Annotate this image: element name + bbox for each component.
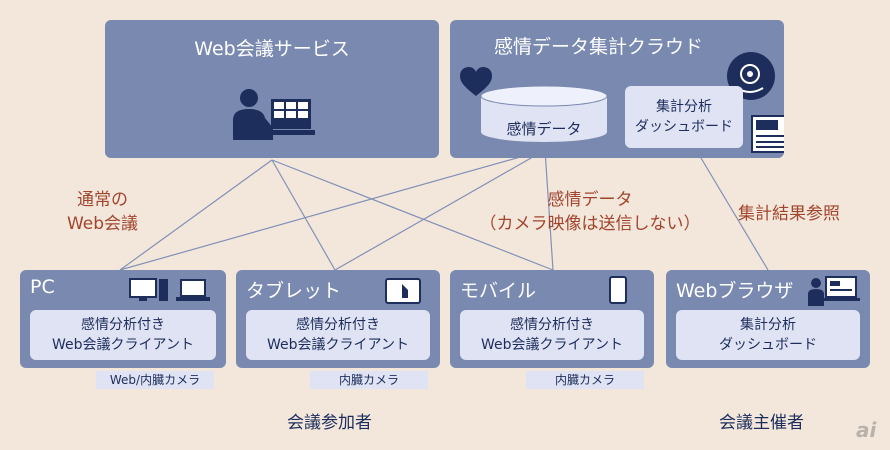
browser-dashboard-line1: 集計分析	[740, 317, 796, 333]
normal-label-line2: Web会議	[66, 214, 139, 234]
tablet-client-line2: Web会議クライアント	[267, 337, 409, 353]
web-conference-title: Web会議サービス	[194, 38, 350, 60]
pc-icon	[129, 278, 210, 301]
pc-camera-tag: Web/内臓カメラ	[96, 371, 214, 389]
cloud-dashboard-panel: 集計分析 ダッシュボード	[625, 86, 743, 148]
web-browser-title: Webブラウザ	[676, 280, 794, 302]
ai-logo: ai	[856, 418, 877, 442]
participants-label: 会議参加者	[287, 413, 372, 433]
result-reference-label: 集計結果参照	[738, 204, 840, 224]
mobile-title: モバイル	[460, 280, 537, 302]
browser-dashboard-panel: 集計分析 ダッシュボード	[676, 310, 860, 360]
mobile-box: モバイル 感情分析付き Web会議クライアント	[450, 270, 654, 368]
smartphone-icon	[609, 276, 627, 304]
web-browser-box: Webブラウザ 集計分析 ダッシュボード	[666, 270, 870, 368]
host-label: 会議主催者	[719, 413, 804, 433]
browser-dashboard-line2: ダッシュボード	[719, 337, 817, 353]
tablet-camera-tag: 内臓カメラ	[310, 371, 428, 389]
pc-title: PC	[30, 276, 55, 298]
emotion-label-line1: 感情データ	[547, 190, 633, 210]
normal-web-conference-label: 通常の Web会議	[55, 188, 150, 236]
browser-user-icon	[808, 276, 860, 306]
tablet-client-line1: 感情分析付き	[296, 317, 380, 333]
tablet-title: タブレット	[246, 280, 342, 302]
dashboard-chart-icon	[751, 115, 784, 153]
pc-client-line1: 感情分析付き	[81, 317, 165, 333]
heart-icon	[460, 67, 492, 96]
tablet-client-panel: 感情分析付き Web会議クライアント	[246, 310, 430, 360]
pc-client-panel: 感情分析付き Web会議クライアント	[30, 310, 216, 360]
mobile-client-panel: 感情分析付き Web会議クライアント	[460, 310, 644, 360]
normal-label-line1: 通常の	[77, 190, 128, 210]
mobile-client-line2: Web会議クライアント	[481, 337, 623, 353]
database-label: 感情データ	[506, 120, 582, 138]
video-conference-user-icon	[233, 89, 315, 140]
emotion-cloud-title: 感情データ集計クラウド	[494, 36, 704, 58]
tablet-icon	[385, 278, 421, 304]
mobile-camera-tag: 内臓カメラ	[526, 371, 644, 389]
emotion-label-line2: （カメラ映像は送信しない）	[479, 214, 701, 234]
web-conference-service-box: Web会議サービス	[105, 20, 439, 158]
pc-box: PC 感情分析付き Web会議クライアント	[20, 270, 226, 368]
emotion-cloud-box: 感情データ集計クラウド 感情データ 集計分析 ダッシュボード	[450, 20, 784, 158]
tablet-box: タブレット 感情分析付き Web会議クライアント	[236, 270, 440, 368]
cloud-dashboard-line1: 集計分析	[656, 99, 712, 115]
mobile-client-line1: 感情分析付き	[510, 317, 594, 333]
cloud-graphics	[460, 52, 784, 153]
cloud-dashboard-line2: ダッシュボード	[635, 119, 733, 135]
pc-client-line2: Web会議クライアント	[52, 337, 194, 353]
emotion-data-label: 感情データ （カメラ映像は送信しない）	[470, 188, 710, 236]
